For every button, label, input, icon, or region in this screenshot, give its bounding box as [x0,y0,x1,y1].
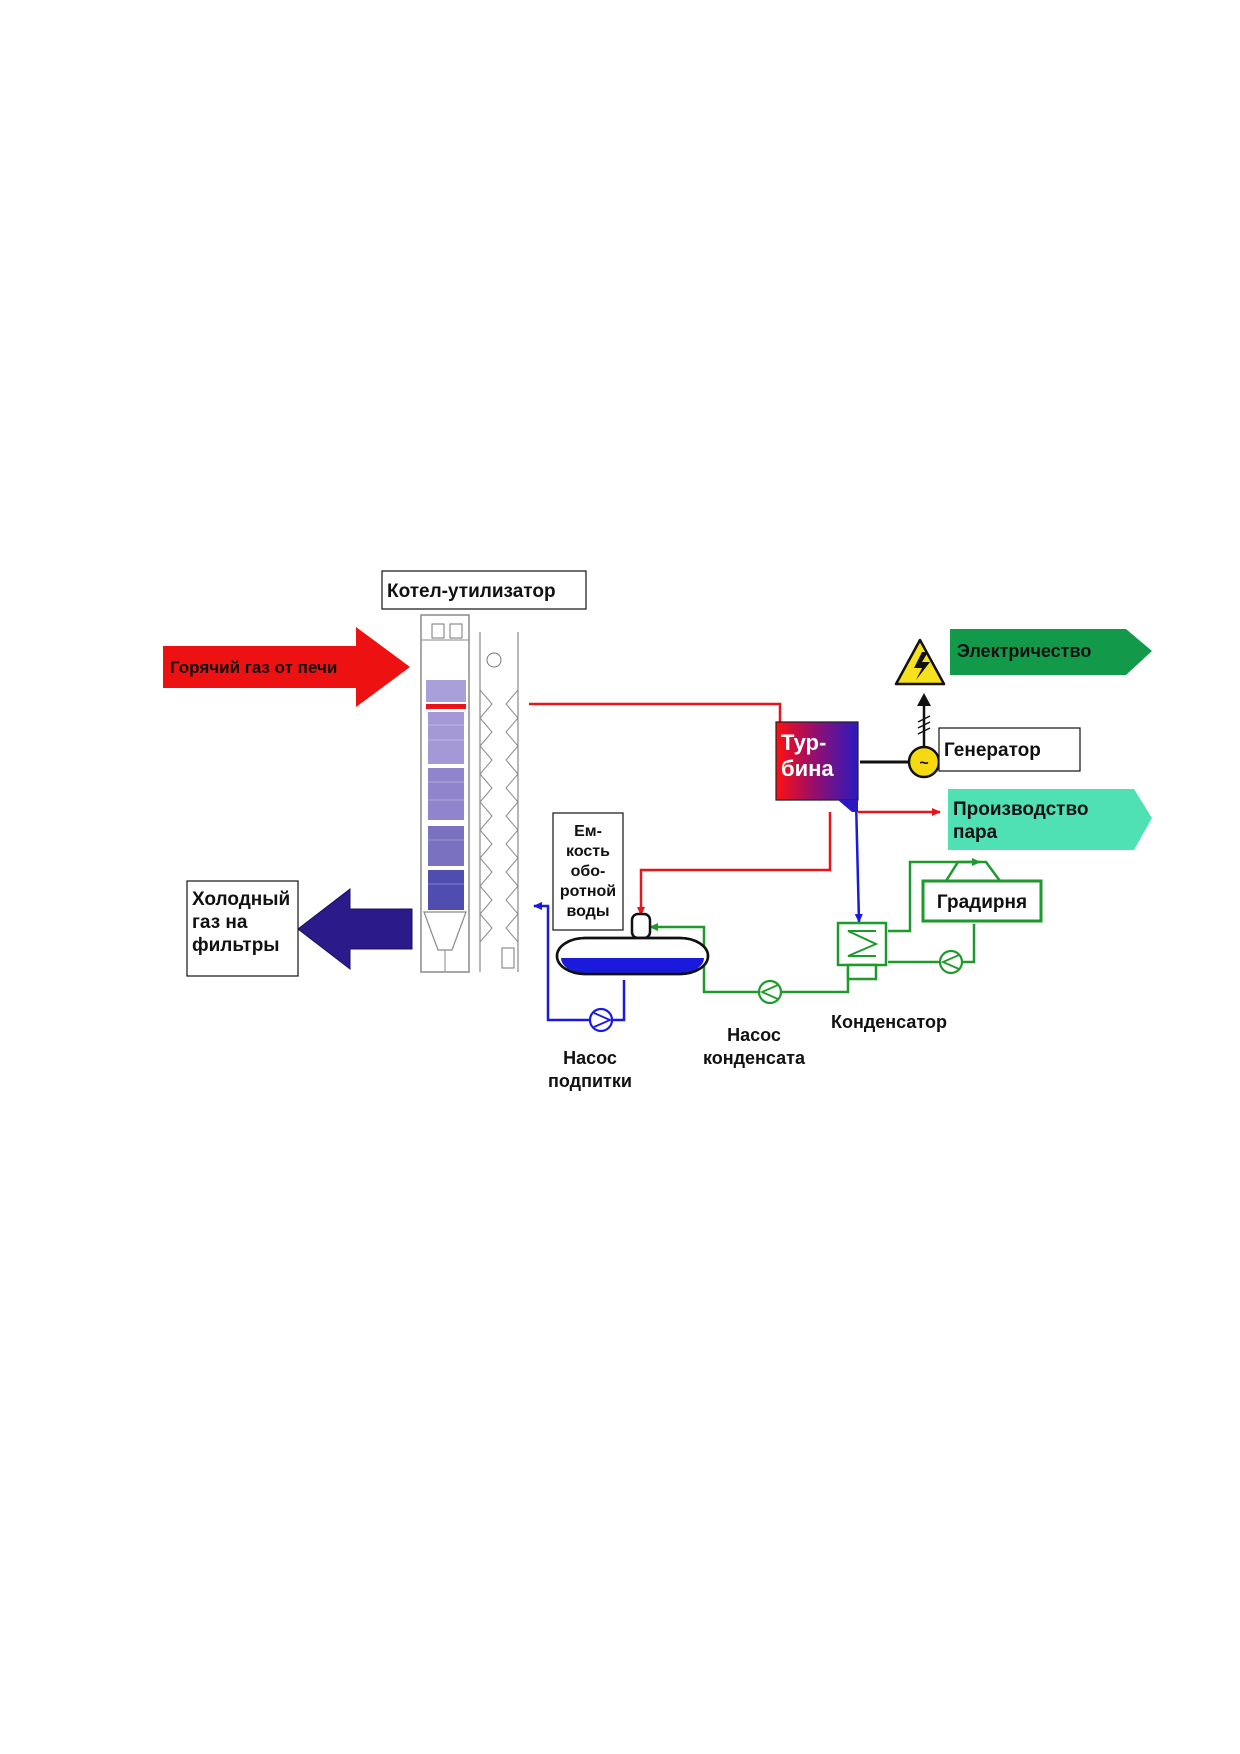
makeup-pump-label-line-1: Насос [563,1048,617,1068]
condensate-pump-icon [757,979,783,1005]
tank-icon [555,912,710,976]
electricity-arrow [950,629,1152,675]
cooling-water-supply-line [888,858,981,933]
tank-label-box [552,812,624,931]
makeup-pump-icon [588,1007,614,1033]
turbine-label-line-1: Тур- [781,730,826,755]
cold-gas-label-box [186,880,299,977]
tank-label-line-5: воды [566,903,609,920]
tank-label-line-3: обо- [571,863,606,880]
steam-main-line [529,702,782,722]
generator-label-box [938,727,1081,772]
generator-label: Генератор [944,740,1041,761]
condenser-icon [836,921,888,981]
turbine-label-line-2: бина [781,756,834,781]
hot-gas-arrow [163,627,410,707]
boiler-label-box [381,570,587,610]
cold-gas-arrow [297,887,413,971]
turbine-exhaust-taper [838,800,858,812]
boiler-tower-icon [420,614,519,973]
tank-label-line-1: Ем- [574,823,602,840]
condensate-pump-label-line-2: конденсата [703,1048,806,1068]
cooling-pump-icon [938,949,964,975]
condensate-pump-label-line-1: Насос [727,1025,781,1045]
steam-to-tank-line [637,812,832,916]
svg-text:~: ~ [919,755,928,772]
cold-gas-label-line-1: Холодный [192,889,290,910]
cold-gas-label-line-3: фильтры [192,935,280,956]
boiler-label: Котел-утилизатор [387,581,556,602]
cooling-tower-label: Градирня [937,892,1027,913]
condenser-label: Конденсатор [831,1012,947,1032]
cooling-tower-legs [944,860,1002,882]
cooling-water-return-line [888,924,976,964]
output-arrow-head [917,693,931,706]
steam-production-arrow [948,789,1152,850]
steam-production-label-line-1: Производство [953,799,1089,820]
generator-icon: ~ [907,745,941,779]
high-voltage-warning-icon [894,638,946,686]
electricity-label: Электричество [957,641,1091,661]
cooling-tower-box [921,879,1043,923]
three-phase-marks [917,715,931,735]
cold-gas-label-line-2: газ на [192,912,248,933]
tank-label-line-4: ротной [560,883,616,900]
steam-production-label-line-2: пара [953,822,998,843]
tank-label-line-2: кость [566,843,610,860]
hot-gas-label: Горячий газ от печи [170,658,337,677]
makeup-water-line [534,906,626,1022]
makeup-pump-label-line-2: подпитки [548,1071,632,1091]
exhaust-to-condenser-line [854,799,863,923]
